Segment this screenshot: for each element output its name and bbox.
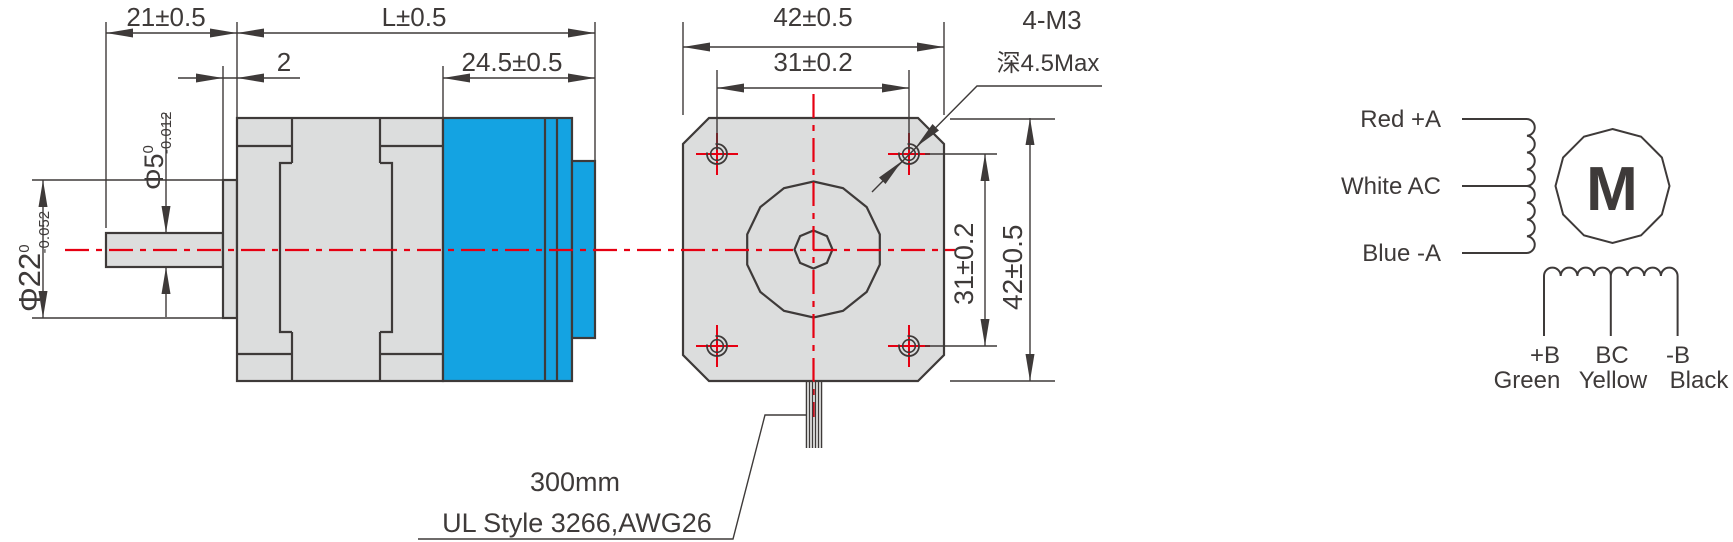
thread-circle xyxy=(706,335,728,357)
lead-wire-length-label: 300mm xyxy=(530,467,620,497)
dimension-hole-spacing-top: 31±0.2 xyxy=(716,47,910,150)
hole-crosshair xyxy=(888,325,930,367)
terminal-label-minus-b: -B xyxy=(1666,342,1690,369)
dim-boss-thickness-label: 2 xyxy=(277,47,291,77)
motor-circle xyxy=(1554,127,1671,245)
dimension-shaft-length: 21±0.5 xyxy=(105,2,595,228)
wiring-diagram: M Red +A White AC Blue -A +B BC -B Green… xyxy=(1341,106,1729,394)
dim-total-length-label: L±0.5 xyxy=(382,2,447,32)
shaft-dia-tol-lower: -0.012 xyxy=(158,112,175,155)
lead-label-red: Red +A xyxy=(1360,106,1441,133)
dim-height-right-label: 42±0.5 xyxy=(997,225,1028,310)
body-section-dividers xyxy=(290,118,382,381)
terminal-label-plus-b: +B xyxy=(1530,342,1560,369)
wire-color-yellow: Yellow xyxy=(1579,367,1648,394)
stator-stack-steps xyxy=(278,161,394,334)
dim-hole-spacing-top-label: 31±0.2 xyxy=(773,47,852,77)
dim-hole-spacing-right-label: 31±0.2 xyxy=(949,223,979,305)
shaft-dia-value: Φ5 xyxy=(139,153,169,190)
mounting-hole xyxy=(888,325,930,367)
lead-wire-bundle xyxy=(805,381,823,448)
dim-rear-length-label: 24.5±0.5 xyxy=(461,47,562,77)
shaft-hub xyxy=(793,229,834,270)
dim-shaft-diameter-label: Φ50-0.012 xyxy=(139,112,175,190)
lead-wire-callout: 300mm UL Style 3266,AWG26 xyxy=(418,414,806,540)
dimension-height-right: 42±0.5 xyxy=(950,118,1055,382)
dim-width-top-label: 42±0.5 xyxy=(773,2,852,32)
screw-callout-line1: 4-M3 xyxy=(1022,5,1081,35)
hole-circle xyxy=(901,338,917,354)
boss-dia-tol-upper: 0 xyxy=(16,244,33,252)
phase-b-coil xyxy=(1543,266,1679,277)
lead-label-white: White AC xyxy=(1341,173,1441,200)
phase-b-terminal-legs xyxy=(1543,276,1679,336)
dimension-boss-diameter: Φ220-0.052 xyxy=(12,179,235,319)
wire-color-black: Black xyxy=(1670,367,1730,394)
shaft-dia-tol-upper: 0 xyxy=(140,145,157,153)
boss-dia-value: Φ22 xyxy=(12,253,47,312)
dimension-hole-spacing-right: 31±0.2 xyxy=(925,153,997,347)
dimension-total-length: L±0.5 xyxy=(237,2,596,161)
hole-crosshair xyxy=(696,325,738,367)
lead-label-blue: Blue -A xyxy=(1362,240,1441,267)
dimension-width-top: 42±0.5 xyxy=(682,2,945,115)
dim-shaft-length-label: 21±0.5 xyxy=(126,2,205,32)
hole-circle xyxy=(709,338,725,354)
wire-color-green: Green xyxy=(1494,367,1561,394)
dimension-boss-thickness: 2 xyxy=(178,47,300,180)
phase-a-coil xyxy=(1526,118,1536,254)
mounting-hole xyxy=(696,325,738,367)
end-cap-lines xyxy=(237,144,443,356)
motor-symbol: M xyxy=(1586,155,1638,224)
lead-wire-spec-label: UL Style 3266,AWG26 xyxy=(442,508,712,538)
screw-callout-line2: 深4.5Max xyxy=(997,50,1100,77)
boss-dia-tol-lower: -0.052 xyxy=(36,211,53,254)
phase-a-lead-lines xyxy=(1462,118,1527,254)
terminal-label-bc: BC xyxy=(1595,342,1628,369)
dimension-rear-length: 24.5±0.5 xyxy=(442,47,595,118)
dimension-shaft-diameter: Φ50-0.012 xyxy=(139,112,175,317)
dim-boss-diameter-label: Φ220-0.052 xyxy=(12,211,53,312)
thread-circle xyxy=(898,335,920,357)
wires xyxy=(805,381,823,448)
screw-callout: 4-M3 深4.5Max xyxy=(871,5,1102,193)
